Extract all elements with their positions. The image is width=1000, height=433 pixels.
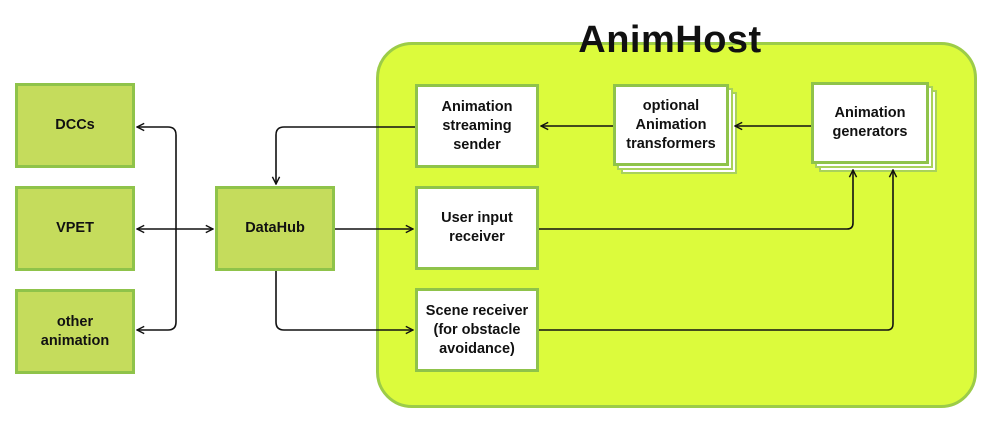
node-user-input-receiver: User input receiver <box>415 186 539 270</box>
animhost-title: AnimHost <box>578 19 762 61</box>
node-animation-streaming-sender: Animation streaming sender <box>415 84 539 168</box>
edge-datahub-scene <box>275 271 413 330</box>
edge-sender-datahub <box>276 126 415 184</box>
node-vpet-label: VPET <box>56 220 94 236</box>
node-vpet: VPET <box>15 186 135 271</box>
edge-userinput-generators <box>539 170 853 230</box>
node-animation-streaming-sender-label: Animation streaming sender <box>441 98 513 153</box>
node-other-animation: other animation <box>15 289 135 374</box>
node-datahub: DataHub <box>215 186 335 271</box>
edge-scene-generators <box>539 170 893 331</box>
node-user-input-receiver-label: User input receiver <box>441 210 513 245</box>
node-animation-generators-label: Animation generators <box>832 105 908 140</box>
node-optional-animation-transformers-label: optional Animation transformers <box>626 97 716 152</box>
node-other-animation-label: other animation <box>40 313 110 349</box>
node-scene-receiver: Scene receiver (for obstacle avoidance) <box>415 288 539 372</box>
node-animation-generators: Animation generators <box>811 82 929 164</box>
node-dccs-label: DCCs <box>55 117 95 133</box>
node-optional-animation-transformers: optional Animation transformers <box>613 84 729 166</box>
node-dccs: DCCs <box>15 83 135 168</box>
node-datahub-label: DataHub <box>245 220 305 236</box>
node-scene-receiver-label: Scene receiver (for obstacle avoidance) <box>425 302 529 357</box>
